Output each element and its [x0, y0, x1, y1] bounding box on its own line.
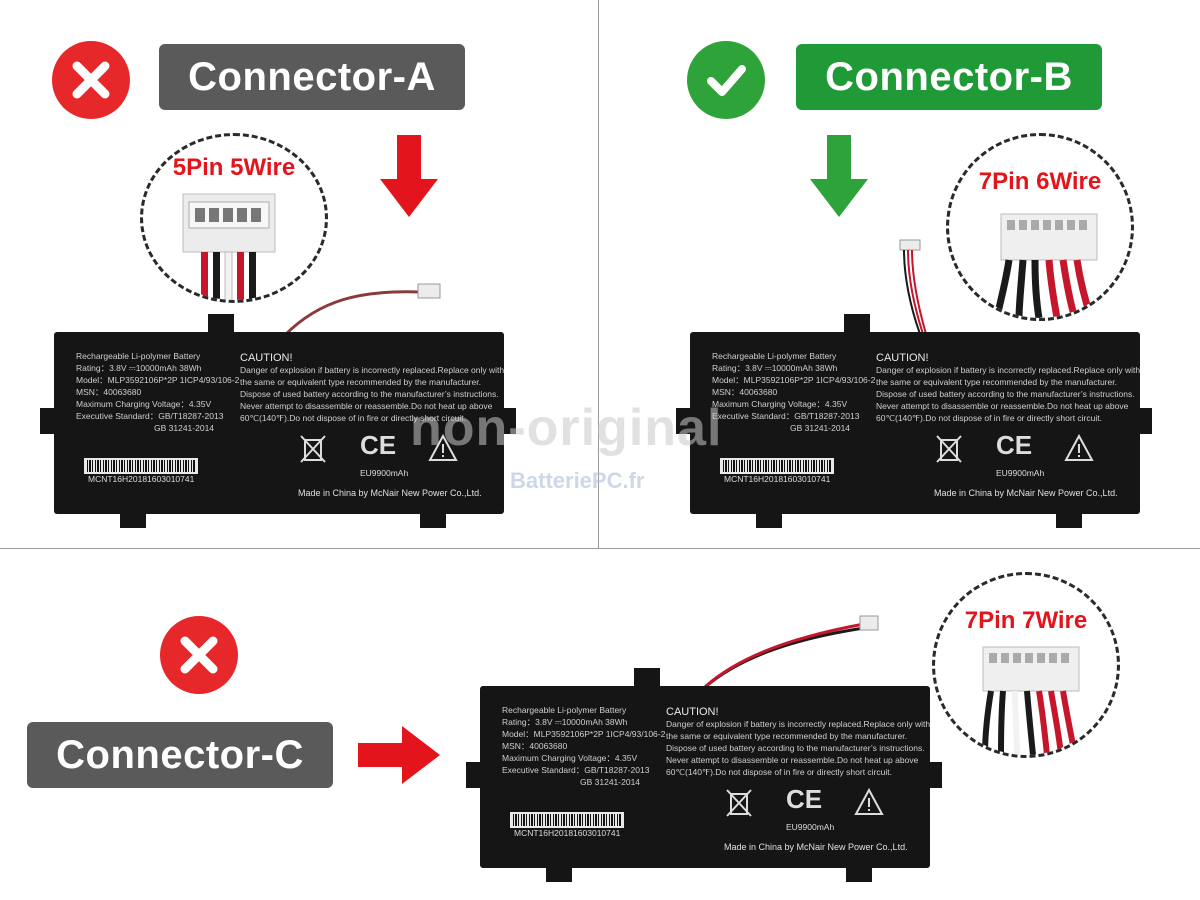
ce-mark: CE	[786, 784, 823, 814]
connector-c-label: Connector-C	[27, 722, 333, 788]
connector-c-zoom: 7Pin 7Wire	[932, 572, 1120, 758]
warning-icon	[854, 788, 884, 815]
warning-icon	[1064, 434, 1094, 461]
battery-b: Rechargeable Li-polymer Battery Rating：3…	[676, 312, 1156, 532]
pin-label: 5Pin 5Wire	[172, 154, 296, 181]
weee-bin-icon	[300, 435, 326, 463]
connector-a-label: Connector-A	[159, 44, 465, 110]
plug-5pin-icon	[182, 193, 276, 300]
incorrect-icon	[52, 41, 130, 119]
battery-a: Rechargeable Li-polymer Battery Rating：3…	[40, 312, 520, 532]
vertical-divider	[598, 0, 599, 548]
plug-7pin-icon	[993, 213, 1098, 318]
arrow-right-icon	[358, 726, 440, 789]
correct-icon	[687, 41, 765, 119]
pin-label: 7Pin 6Wire	[978, 168, 1102, 195]
connector-b-label: Connector-B	[796, 44, 1102, 110]
connector-b-zoom: 7Pin 6Wire	[946, 133, 1134, 321]
cable-a	[283, 283, 441, 337]
warning-icon	[428, 434, 458, 461]
ce-mark: CE	[360, 430, 397, 460]
pin-label: 7Pin 7Wire	[964, 607, 1088, 634]
battery-c: Rechargeable Li-polymer Battery Rating：3…	[466, 666, 946, 886]
incorrect-icon	[160, 616, 238, 694]
plug-7pin-icon	[982, 646, 1080, 755]
cable-b	[899, 239, 927, 335]
weee-bin-icon	[936, 435, 962, 463]
horizontal-divider	[0, 548, 1200, 549]
connector-a-zoom: 5Pin 5Wire	[140, 133, 328, 303]
watermark-brand: BatteriePC.fr	[510, 468, 645, 493]
ce-mark: CE	[996, 430, 1033, 460]
cable-c	[703, 615, 879, 690]
weee-bin-icon	[726, 789, 752, 817]
arrow-down-icon	[810, 135, 868, 222]
arrow-down-icon	[380, 135, 438, 222]
watermark-text: non-original	[410, 399, 723, 457]
